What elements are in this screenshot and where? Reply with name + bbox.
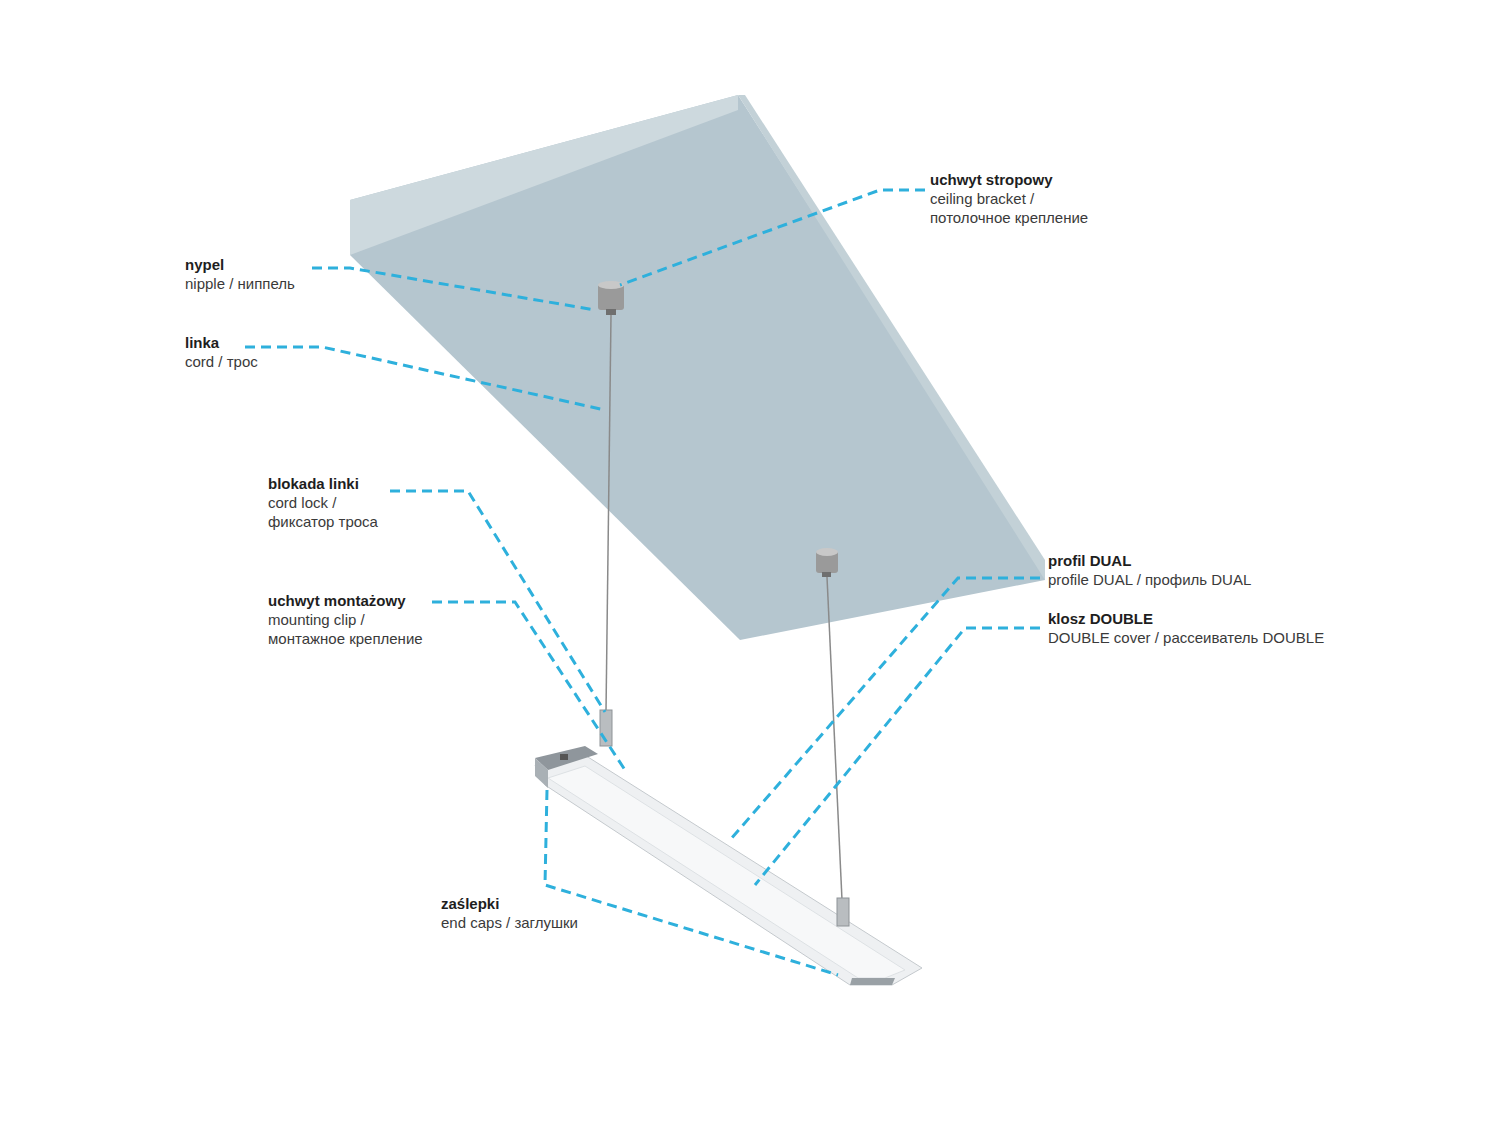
cord [606, 315, 611, 712]
part-description: cord lock / фиксатор троса [268, 493, 393, 531]
leader-line [432, 602, 625, 770]
part-name: uchwyt montażowy [268, 591, 406, 610]
part-name: uchwyt stropowy [930, 170, 1053, 189]
part-name: profil DUAL [1048, 551, 1131, 570]
slab-edge [738, 95, 1045, 580]
part-description: nipple / ниппель [185, 274, 295, 293]
end-cap [535, 746, 598, 770]
leader-line [730, 578, 1040, 840]
ceiling-bracket [598, 281, 624, 315]
end-cap [535, 758, 548, 788]
mounting-clip [837, 898, 849, 926]
part-description: end caps / заглушки [441, 913, 578, 932]
part-name: blokada linki [268, 474, 359, 493]
leader-line [755, 628, 1040, 885]
leader-line [245, 347, 605, 410]
end-cap [560, 754, 568, 760]
ceiling-bracket [816, 548, 838, 577]
part-description: ceiling bracket / потолочное крепление [930, 189, 1108, 227]
leader-line [545, 790, 838, 975]
slab-edge [350, 95, 738, 255]
lamp-profile [535, 752, 922, 985]
lamp-cover [548, 766, 905, 978]
part-description: DOUBLE cover / рассеиватель DOUBLE [1048, 628, 1324, 647]
part-name: klosz DOUBLE [1048, 609, 1153, 628]
part-name: zaślepki [441, 894, 499, 913]
part-description: mounting clip / монтажное крепление [268, 610, 433, 648]
part-name: linka [185, 333, 219, 352]
leader-line [620, 190, 925, 285]
leader-lines [245, 190, 1040, 975]
part-name: nypel [185, 255, 224, 274]
part-description: cord / трос [185, 352, 258, 371]
leader-line [312, 268, 595, 310]
part-description: profile DUAL / профиль DUAL [1048, 570, 1251, 589]
end-cap [850, 978, 895, 985]
cord [827, 577, 842, 900]
